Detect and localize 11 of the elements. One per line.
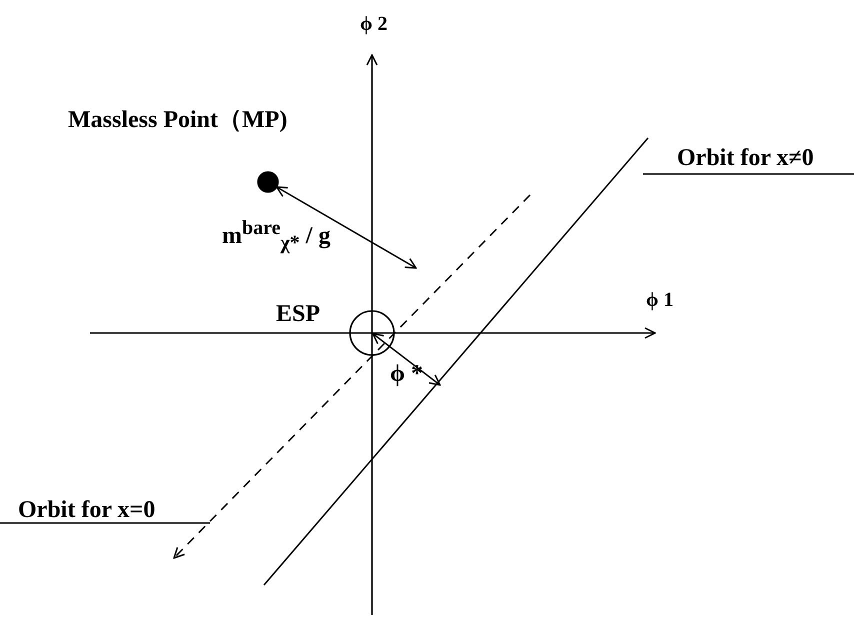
axis-label: ϕ 2 <box>360 14 388 34</box>
double-arrow <box>372 332 441 386</box>
point-dot <box>257 171 279 193</box>
double-arrow <box>276 186 417 269</box>
orbit-label: Orbit for x=0 <box>18 498 156 522</box>
point-label: Massless Point（MP) <box>68 108 288 132</box>
esp-circle <box>349 310 395 356</box>
edge-label: m$^{bare}$$_{χ*}$ / g <box>222 218 330 253</box>
point-label: ESP <box>276 302 320 326</box>
orbit-label: Orbit for x≠0 <box>677 146 814 170</box>
axis-label: ϕ 1 <box>646 290 674 310</box>
